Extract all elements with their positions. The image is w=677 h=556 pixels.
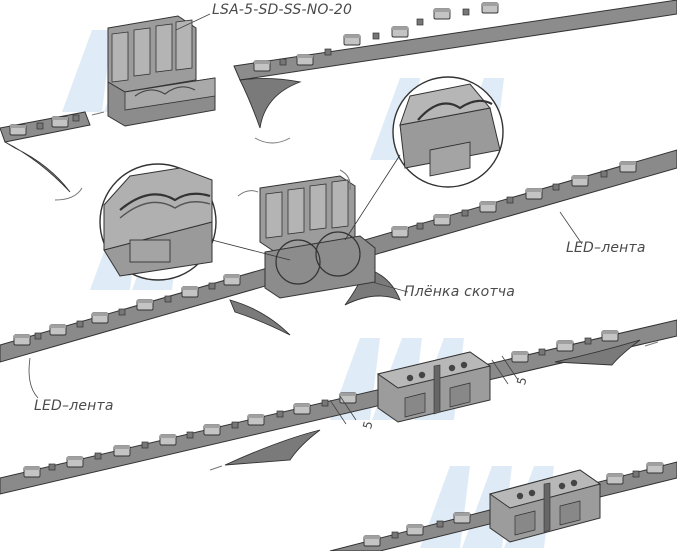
connector-closed-lower <box>376 351 492 423</box>
model-label-text: LSA-5-SD-SS-NO-20 <box>212 2 352 18</box>
led-tape-top-right <box>233 0 677 129</box>
led-tape-label-right: LED–лента <box>566 240 646 256</box>
rotate-arrow-1 <box>54 187 83 201</box>
model-name: LSA-5-SD-SS-NO-20 <box>212 2 353 18</box>
tape-film-label: Плёнка скотча <box>404 284 515 300</box>
connector-closed-bottom <box>488 469 602 543</box>
tape-film-text: Плёнка скотча <box>404 284 516 300</box>
led-tape-label-left: LED–лента <box>34 398 114 414</box>
magnifier-left <box>99 163 217 281</box>
connector-closing <box>259 175 376 299</box>
connector-open <box>107 15 216 127</box>
dimension-marks <box>329 355 519 425</box>
led-tape-right-text: LED–лента <box>566 240 646 256</box>
led-tape-left-text: LED–лента <box>34 398 114 414</box>
led-tape-top-left <box>0 111 91 193</box>
magnifier-right <box>392 76 504 188</box>
